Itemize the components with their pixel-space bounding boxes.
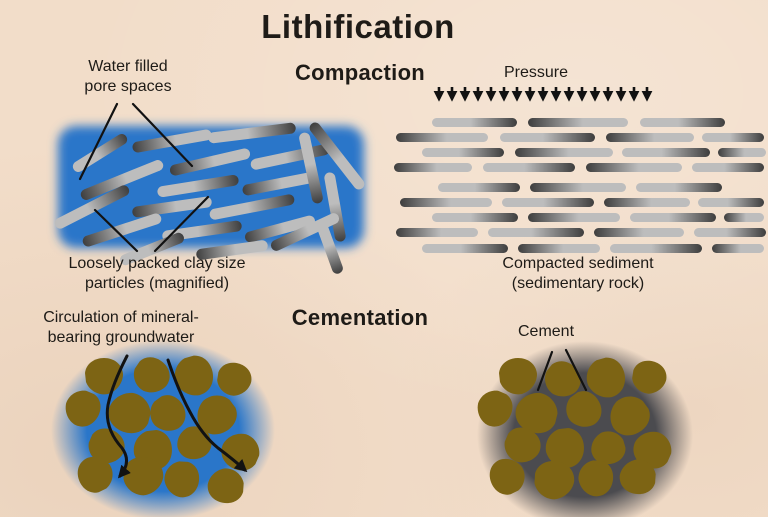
cement-label-leader-line xyxy=(564,348,588,392)
cement-label-leader-line xyxy=(536,350,554,392)
cemented-sediment-diagram xyxy=(470,341,693,517)
pressure-label: Pressure xyxy=(503,64,569,81)
water-label-leader-line xyxy=(78,102,119,181)
groundwater-flow-arrow xyxy=(105,354,131,479)
cementation-heading: Cementation xyxy=(291,305,429,330)
groundwater-diagram xyxy=(51,340,275,517)
loose-caption-leader-line xyxy=(93,208,139,253)
loose-sediment-caption: Loosely packed clay size particles (magn… xyxy=(68,255,246,293)
water-pore-label: Water filled pore spaces xyxy=(84,58,172,96)
compacted-sediment-caption: Compacted sediment (sedimentary rock) xyxy=(502,255,654,293)
compacted-sediment-diagram xyxy=(394,118,766,253)
pressure-arrows xyxy=(433,87,653,102)
groundwater-flow-arrow xyxy=(166,358,248,473)
page-title: Lithification xyxy=(261,8,455,45)
cement-label: Cement xyxy=(517,323,575,340)
clay-particles-loose xyxy=(54,122,365,274)
compaction-heading: Compaction xyxy=(294,60,426,85)
loose-caption-leader-line xyxy=(153,195,210,253)
loose-sediment-diagram xyxy=(54,102,365,274)
water-label-leader-line xyxy=(131,102,194,168)
circulation-label: Circulation of mineral- bearing groundwa… xyxy=(43,309,199,347)
